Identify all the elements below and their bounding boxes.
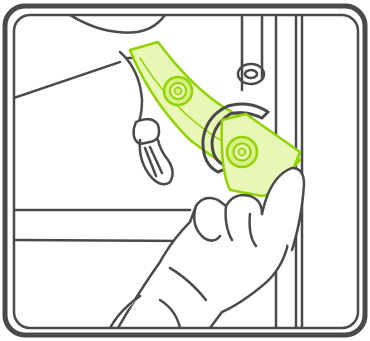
rivet-icon-lower [227,137,257,167]
rivet-icon [164,77,192,105]
